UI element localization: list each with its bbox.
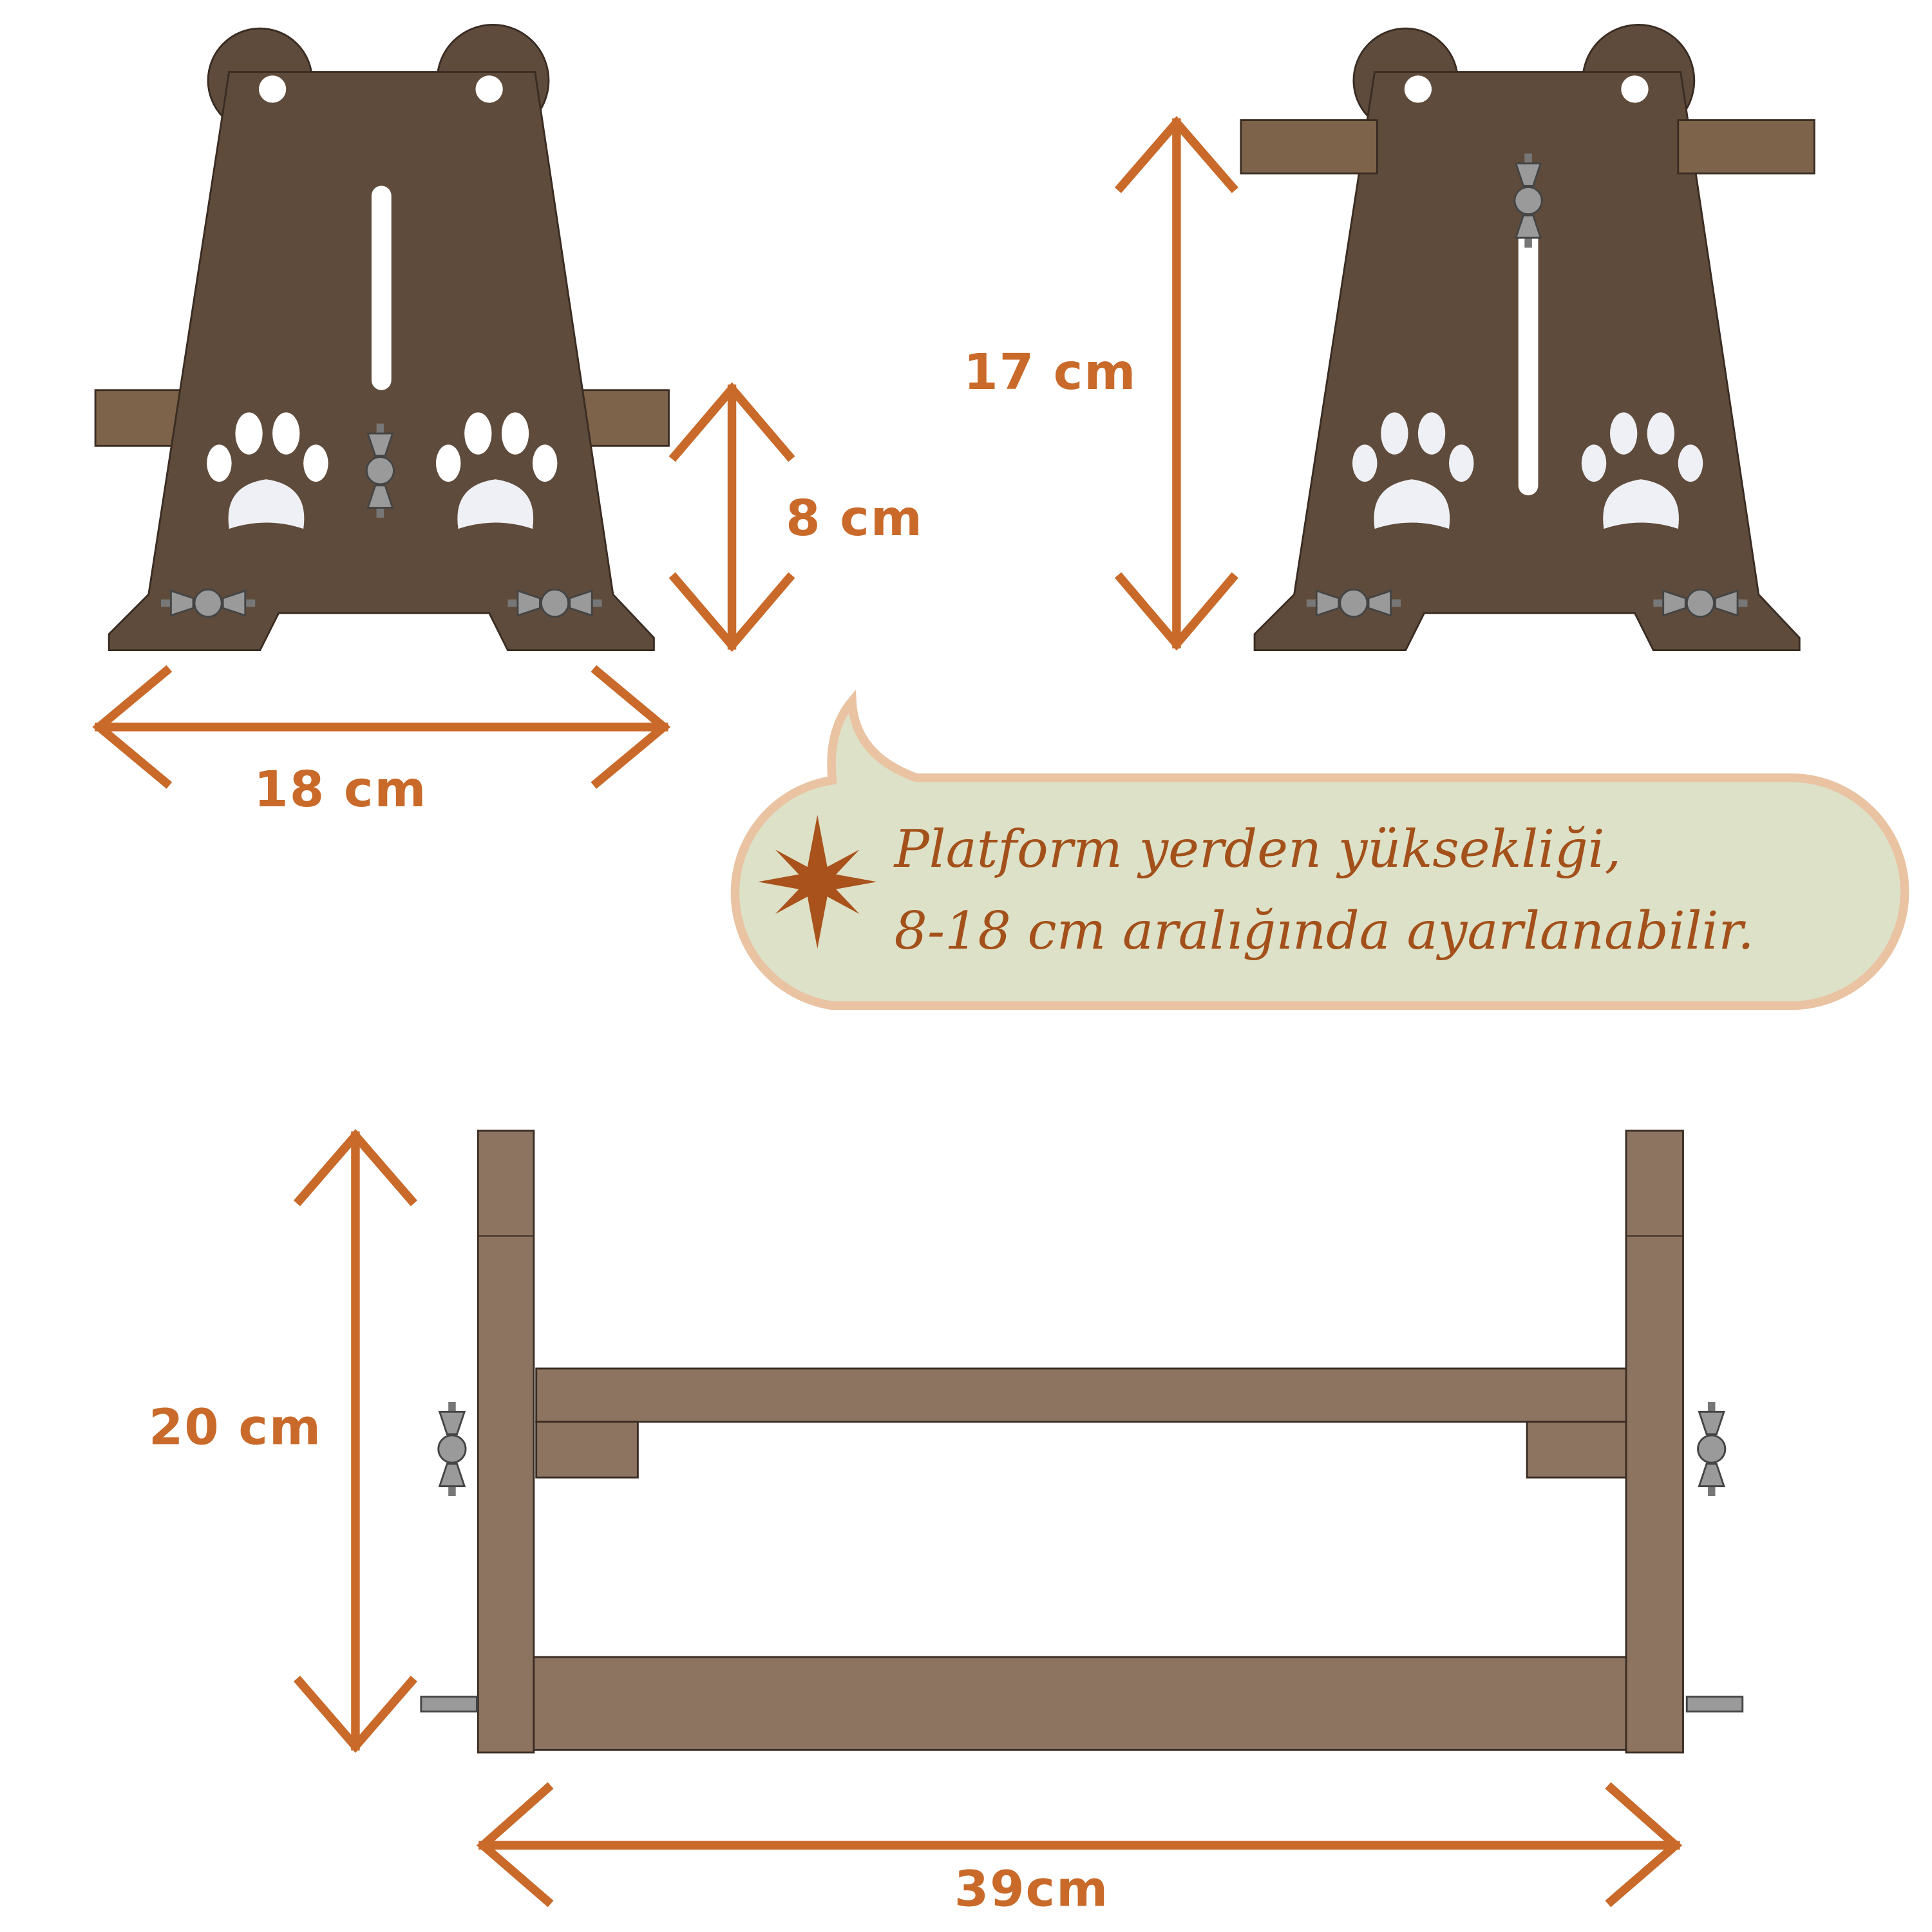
note-line-2: 8-18 cm aralığında ayarlanabilir. — [894, 901, 1754, 961]
wingnut-icon — [1513, 153, 1543, 249]
arrow-total-height — [293, 1129, 417, 1753]
arrow-length — [476, 1782, 1683, 1908]
adjust-slot — [371, 185, 392, 390]
wingnut-icon — [1652, 588, 1748, 618]
label-max-height: 17 cm — [963, 344, 1137, 401]
frame-side-view — [420, 1130, 1744, 1754]
wingnut-icon — [1697, 1401, 1727, 1497]
platform-bar-left — [1240, 119, 1378, 175]
wingnut-icon — [507, 588, 603, 618]
base-rail — [533, 1656, 1627, 1751]
star-icon — [757, 815, 877, 949]
label-total-height: 20 cm — [149, 1399, 322, 1456]
stand-view-high — [1240, 24, 1815, 652]
note-line-1: Platform yerden yüksekliği, — [893, 819, 1621, 880]
adjust-slot — [1518, 223, 1539, 496]
bolt-icon — [420, 1696, 478, 1713]
arrow-min-height — [668, 382, 795, 652]
platform-bar-right — [1677, 119, 1815, 175]
wingnut-icon — [437, 1401, 467, 1497]
platform-rail — [535, 1367, 1627, 1423]
label-min-height: 8 cm — [786, 490, 923, 547]
label-width: 18 cm — [254, 761, 427, 819]
stand-view-low — [94, 24, 670, 652]
wingnut-icon — [1305, 588, 1402, 618]
rail-block-right — [1526, 1421, 1627, 1479]
wingnut-icon — [160, 588, 256, 618]
right-post — [1625, 1130, 1684, 1754]
arrow-width — [92, 665, 671, 789]
rail-block-left — [535, 1421, 639, 1479]
label-length: 39cm — [954, 1861, 1109, 1918]
info-bubble: Platform yerden yüksekliği, 8-18 cm aral… — [730, 689, 1909, 1010]
left-post — [477, 1130, 535, 1754]
bolt-icon — [1685, 1696, 1744, 1713]
arrow-max-height — [1114, 116, 1238, 651]
wingnut-icon — [365, 422, 395, 519]
